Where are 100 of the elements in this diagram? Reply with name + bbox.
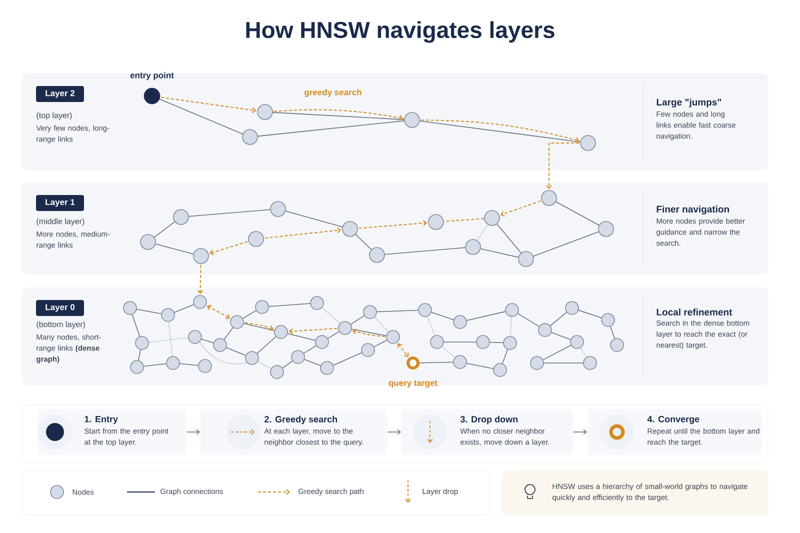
graph-node	[465, 239, 481, 255]
graph-link	[550, 312, 568, 326]
graph-node	[166, 356, 180, 370]
graph-node	[476, 335, 490, 349]
graph-link	[350, 315, 365, 325]
graph-node	[270, 201, 286, 217]
graph-link	[476, 224, 488, 241]
panel-heading: Large "jumps"	[656, 98, 722, 108]
graph-link	[159, 98, 244, 134]
graph-node	[518, 251, 534, 267]
graph-link	[466, 311, 506, 321]
graph-link	[542, 344, 572, 360]
search-arrow	[210, 241, 248, 256]
graph-link	[384, 247, 466, 255]
graph-node	[193, 248, 209, 264]
graph-node	[140, 234, 156, 250]
search-arrow	[358, 220, 428, 229]
graph-link	[610, 326, 616, 339]
node-caption: entry point	[130, 72, 174, 80]
graph-node	[583, 356, 597, 370]
graph-link	[199, 341, 248, 364]
graph-node	[404, 112, 420, 128]
graph-node	[428, 214, 444, 230]
graph-link	[322, 307, 340, 324]
search-arrow	[206, 304, 230, 320]
search-arrow	[546, 142, 580, 190]
graph-link	[556, 201, 600, 226]
graph-link	[168, 321, 173, 357]
graph-link	[226, 347, 246, 356]
graph-node	[530, 356, 544, 370]
search-arrow	[197, 264, 204, 294]
graph-node	[484, 210, 500, 226]
step-arrow	[573, 429, 587, 435]
node-caption: query target	[388, 380, 438, 388]
graph-node	[257, 104, 273, 120]
graph-link	[544, 362, 584, 364]
graph-link	[578, 310, 602, 318]
graph-link	[287, 333, 316, 341]
graph-link	[154, 221, 176, 238]
graph-link	[518, 313, 540, 327]
graph-node	[430, 335, 444, 349]
search-arrow	[288, 328, 338, 334]
step-arrow	[186, 429, 200, 435]
step-arrow	[387, 429, 401, 435]
graph-node	[361, 343, 375, 357]
graph-link	[257, 120, 405, 137]
graph-link	[355, 234, 372, 250]
graph-link	[132, 314, 140, 337]
search-arrow	[500, 200, 542, 217]
graph-link	[580, 347, 587, 358]
graph-node	[193, 295, 207, 309]
search-arrow	[160, 96, 256, 114]
search-arrow	[398, 343, 409, 358]
graph-link	[272, 112, 405, 120]
graph-link	[188, 209, 271, 217]
graph-node	[198, 359, 212, 373]
graph-node	[320, 361, 334, 375]
graph-link	[533, 231, 599, 257]
graph-node	[565, 301, 579, 315]
step-title: 2. Greedy search	[264, 416, 338, 424]
graph-node	[342, 221, 358, 237]
layer-badge: Layer 1	[36, 195, 84, 211]
graph-node	[610, 338, 624, 352]
graph-link	[427, 316, 435, 336]
panel-heading: Local refinement	[656, 308, 732, 316]
graph-node	[538, 323, 552, 337]
graph-node	[386, 330, 400, 344]
graph-node	[541, 190, 557, 206]
graph-node	[130, 360, 144, 374]
graph-link	[201, 338, 214, 344]
graph-node	[188, 330, 202, 344]
graph-link	[258, 360, 272, 370]
layer-subtitle: (bottom layer)	[36, 321, 86, 329]
graph-node	[580, 135, 596, 151]
graph-link	[304, 359, 321, 366]
graph-node	[213, 338, 227, 352]
graph-node	[338, 321, 352, 335]
graph-link	[224, 327, 234, 340]
graph-link	[143, 363, 167, 367]
graph-node	[248, 231, 264, 247]
graph-node	[173, 209, 189, 225]
graph-link	[374, 316, 389, 332]
graph-node	[493, 363, 507, 377]
graph-link	[148, 337, 189, 343]
layer-panel	[22, 182, 768, 274]
graph-link	[419, 362, 454, 364]
graph-node	[363, 305, 377, 319]
graph-node	[315, 335, 329, 349]
graph-link	[480, 248, 519, 258]
search-arrow	[264, 227, 342, 239]
graph-node	[274, 325, 288, 339]
graph-link	[332, 352, 362, 366]
graph-node	[570, 335, 584, 349]
graph-node	[245, 351, 259, 365]
layer-panel	[22, 73, 768, 170]
path-label: greedy search	[304, 89, 362, 97]
graph-node	[505, 303, 519, 317]
graph-link	[510, 316, 512, 337]
graph-link	[328, 331, 340, 339]
graph-link	[374, 340, 388, 348]
